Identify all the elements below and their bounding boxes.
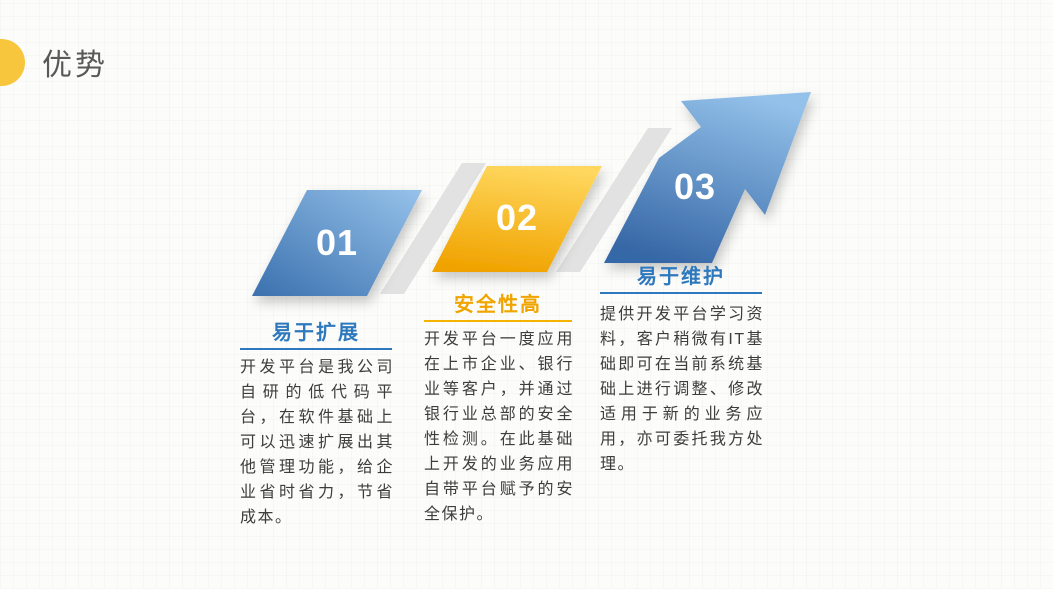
step2-number: 02 — [495, 197, 539, 238]
step3-body: 提供开发平台学习资料，客户稍微有IT基础即可在当前系统基础上进行调整、修改适用于… — [600, 306, 764, 473]
step1-body: 开发平台是我公司自研的低代码平台，在软件基础上可以迅速扩展出其他管理功能，给企业… — [240, 359, 394, 526]
step3-heading-rule — [600, 292, 762, 294]
step2-heading: 安全性高 — [454, 294, 542, 316]
step2-body: 开发平台一度应用在上市企业、银行业等客户，并通过银行业总部的安全性检测。在此基础… — [424, 331, 574, 523]
step1-number: 01 — [315, 222, 359, 263]
connector-ribbon-1 — [380, 163, 486, 294]
page-title: 优势 — [42, 49, 108, 82]
decorative-circle — [0, 39, 25, 86]
step3-number: 03 — [673, 166, 717, 207]
step1-heading-rule — [240, 348, 392, 350]
step2-heading-rule — [424, 320, 572, 322]
step1-heading: 易于扩展 — [272, 322, 360, 344]
step3-heading: 易于维护 — [637, 266, 725, 288]
